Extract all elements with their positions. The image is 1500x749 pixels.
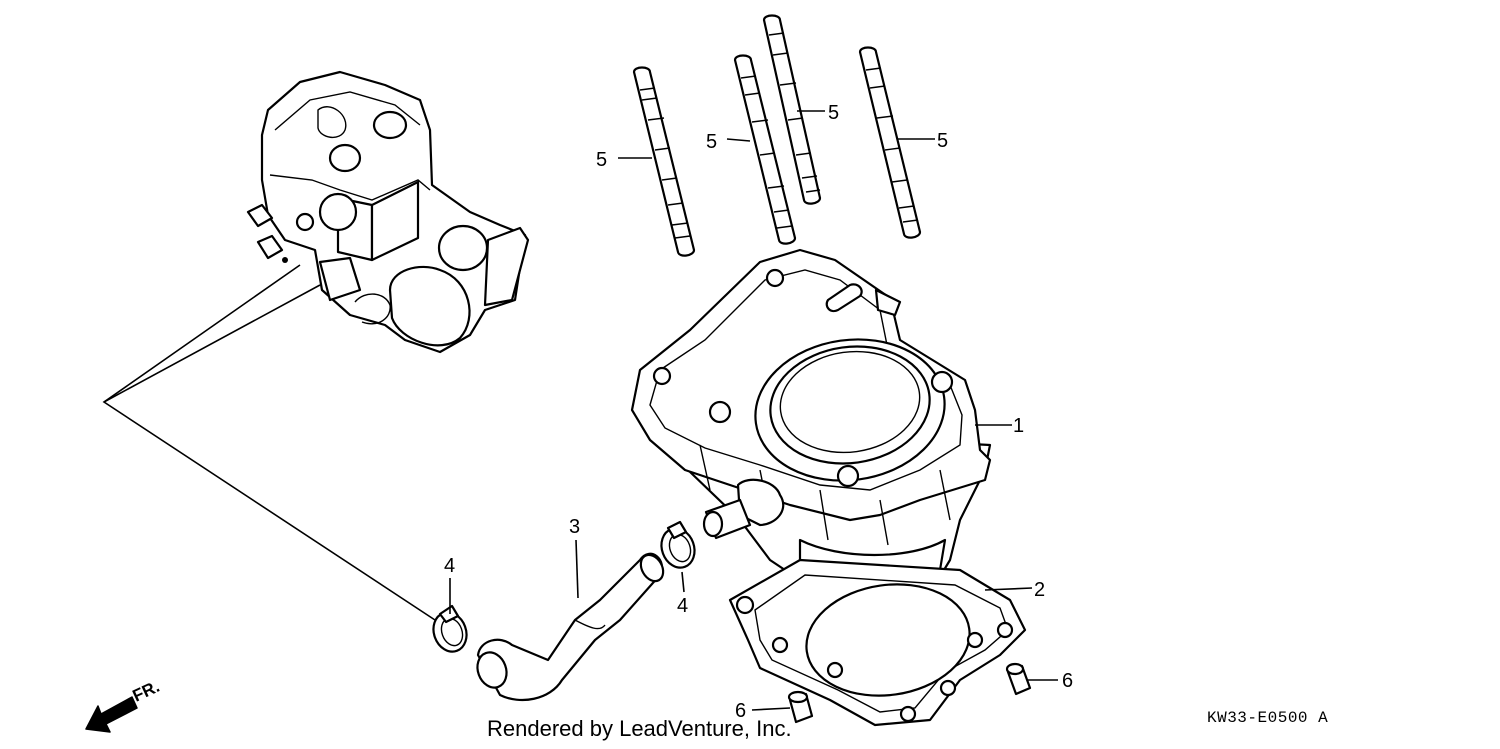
callout-6-bottom: 6 <box>735 700 746 722</box>
stud-bolts <box>632 14 922 257</box>
hose-clamp-right <box>660 520 696 569</box>
callout-5-c: 5 <box>828 102 839 124</box>
callout-lines <box>449 110 1058 711</box>
callout-1: 1 <box>1013 415 1024 437</box>
dowel-pin-bottom <box>787 690 814 724</box>
hose-clamp-left <box>432 604 468 653</box>
stud-bolt-4 <box>858 46 922 239</box>
callout-3: 3 <box>569 516 580 538</box>
dowel-pin-right <box>1005 662 1032 696</box>
stud-bolt-2 <box>733 54 797 245</box>
stud-bolt-3 <box>762 14 822 205</box>
water-hose <box>476 552 665 702</box>
callout-4-left: 4 <box>444 555 455 577</box>
callout-5-b: 5 <box>706 131 717 153</box>
cylinder-gasket <box>728 558 1027 727</box>
callout-6-right: 6 <box>1062 670 1073 692</box>
front-direction-arrow: FR. <box>85 677 163 733</box>
arrow-icon <box>85 696 138 733</box>
callout-numbers: 5 5 5 5 1 2 3 4 4 6 6 <box>444 102 1073 722</box>
diagram-code: KW33-E0500 A <box>1207 709 1329 727</box>
callout-5-a: 5 <box>596 149 607 171</box>
stud-bolt-1 <box>632 66 696 257</box>
callout-5-d: 5 <box>937 130 948 152</box>
render-credit: Rendered by LeadVenture, Inc. <box>487 716 792 741</box>
callout-4-right: 4 <box>677 595 688 617</box>
callout-2: 2 <box>1034 579 1045 601</box>
reference-leader-lines <box>102 264 436 621</box>
engine-overview <box>246 70 530 354</box>
